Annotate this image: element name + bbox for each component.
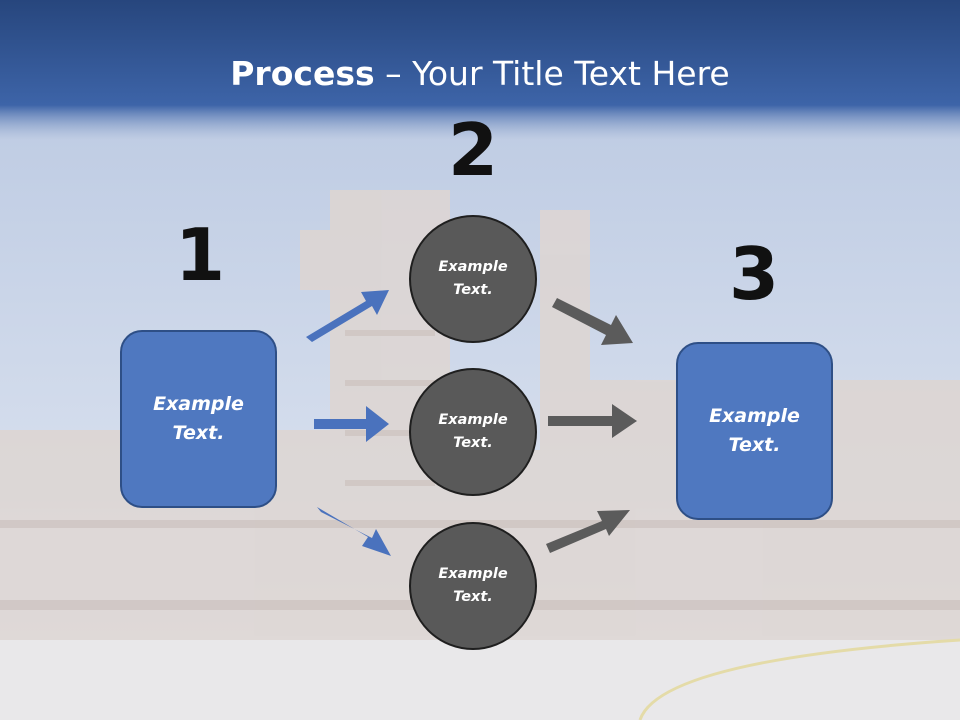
title-bold: Process [230,54,375,93]
title-rest: – Your Title Text Here [374,54,730,93]
slide-title: Process – Your Title Text Here [0,52,960,96]
circle-bottom-text: Example Text. [438,566,508,605]
arrow-top-to-3 [552,298,633,345]
step-2-circle-bottom: Example Text. [409,522,537,650]
circle-middle-text: Example Text. [438,412,508,451]
step-1-box: Example Text. [120,330,277,508]
arrow-middle-to-3 [548,404,637,438]
step-1-text: Example Text. [153,393,244,444]
step-2-number: 2 [447,108,499,192]
circle-top-text: Example Text. [438,259,508,298]
arrow-bottom-to-3 [546,510,630,553]
step-3-number: 3 [728,232,780,316]
step-3-box: Example Text. [676,342,833,520]
arrow-1-to-middle [314,406,389,442]
step-1-number: 1 [174,213,226,297]
step-2-circle-middle: Example Text. [409,368,537,496]
step-3-text: Example Text. [709,405,800,456]
arrow-1-to-bottom [317,507,391,556]
arrow-1-to-top [306,290,389,342]
road-curve [638,638,960,720]
step-2-circle-top: Example Text. [409,215,537,343]
ground-area [0,640,960,720]
header-band [0,0,960,140]
